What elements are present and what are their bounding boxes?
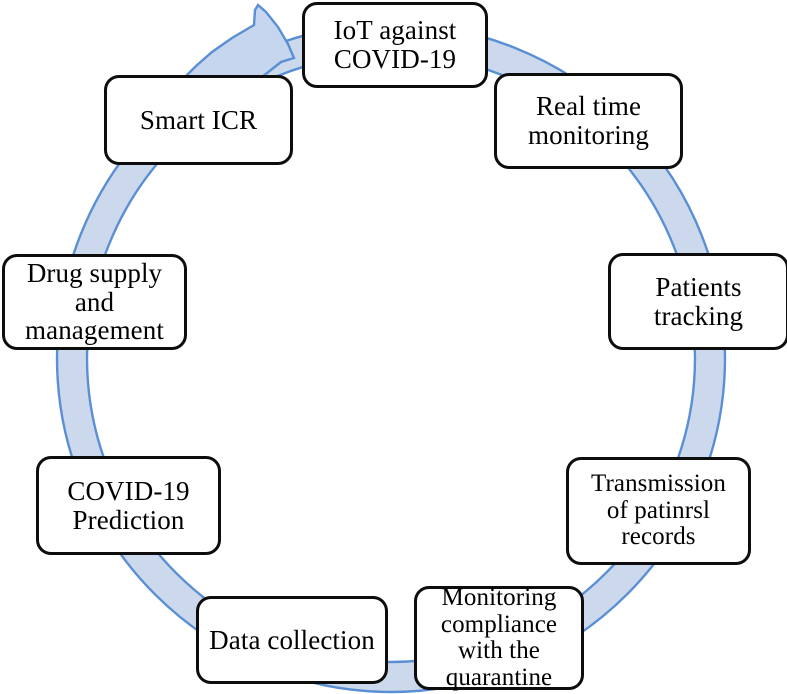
node-transmission-of-patient-records[interactable]: Transmission of patinrsl records <box>566 457 751 565</box>
node-monitoring-compliance-with-the-quarantine[interactable]: Monitoring compliance with the quarantin… <box>414 584 584 691</box>
node-data-collection[interactable]: Data collection <box>196 596 388 684</box>
node-label: IoT against COVID-19 <box>333 15 457 74</box>
node-label: Real time monitoring <box>528 91 649 150</box>
node-label: Transmission of patinrsl records <box>590 470 727 551</box>
node-label: Drug supply and management <box>25 258 164 346</box>
node-label: Smart ICR <box>139 104 258 135</box>
node-label: Monitoring compliance with the quarantin… <box>440 584 558 691</box>
node-drug-supply-and-management[interactable]: Drug supply and management <box>2 254 187 350</box>
node-smart-icr[interactable]: Smart ICR <box>104 75 293 165</box>
node-covid19-prediction[interactable]: COVID-19 Prediction <box>36 456 221 555</box>
node-label: Patients tracking <box>653 271 744 331</box>
node-patients-tracking[interactable]: Patients tracking <box>608 253 787 350</box>
node-label: Data collection <box>209 624 375 655</box>
node-label: COVID-19 Prediction <box>67 475 190 535</box>
node-iot-against-covid19[interactable]: IoT against COVID-19 <box>302 2 488 88</box>
node-real-time-monitoring[interactable]: Real time monitoring <box>494 73 683 169</box>
